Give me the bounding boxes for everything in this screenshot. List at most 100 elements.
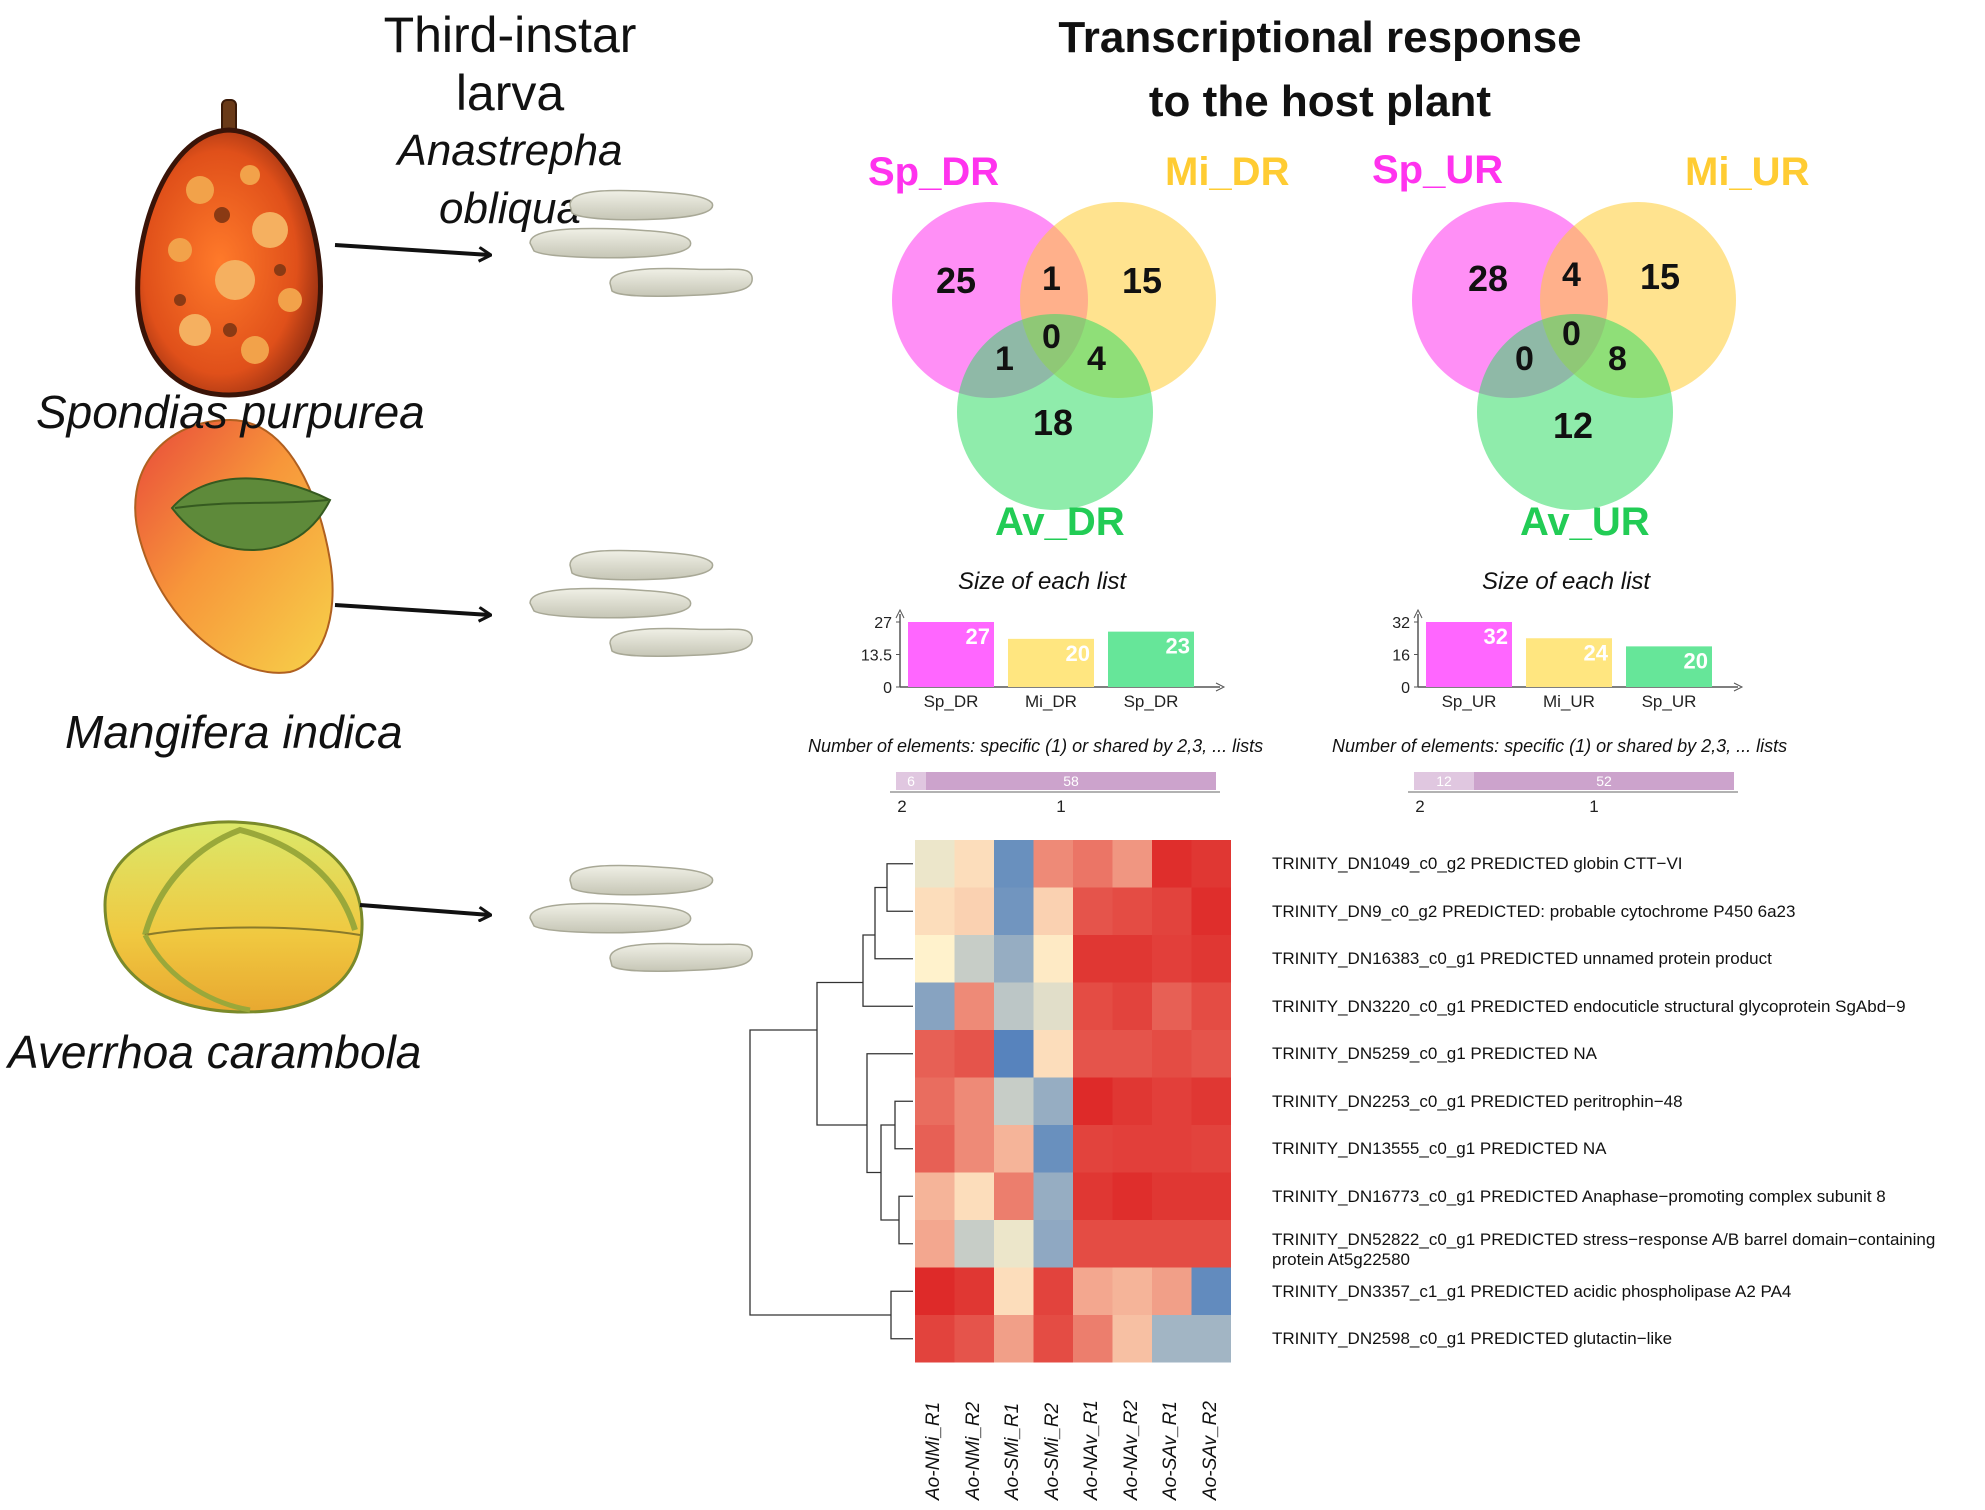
- heatmap-cell: [1191, 1220, 1231, 1268]
- heatmap-cell: [1033, 1315, 1073, 1363]
- dendrogram-branch: [880, 1124, 899, 1221]
- heatmap-cell: [994, 1030, 1034, 1078]
- heatmap-cell: [1033, 1267, 1073, 1315]
- y-axis-arrow: [1413, 608, 1423, 619]
- heatmap-cell: [994, 1172, 1034, 1220]
- heatmap-cell: [1191, 935, 1231, 983]
- venn-value: 0: [1515, 340, 1534, 378]
- shared-bar-label: 1: [1056, 797, 1065, 816]
- heatmap-cell: [1152, 1077, 1192, 1125]
- venn-dr: [892, 202, 1216, 510]
- heatmap-cell: [915, 935, 955, 983]
- heatmap-cell: [1033, 982, 1073, 1030]
- heatmap-cell: [994, 1077, 1034, 1125]
- column-label: Ao-SAv_R2: [1199, 1401, 1221, 1500]
- larva-title-line: Third-instar larva: [383, 7, 637, 121]
- gene-label: TRINITY_DN2253_c0_g1 PREDICTED peritroph…: [1272, 1091, 1683, 1111]
- venn-label-mi-ur: Mi_UR: [1685, 150, 1810, 194]
- heatmap-cell: [1152, 1220, 1192, 1268]
- heatmap-cell: [1112, 1077, 1152, 1125]
- heatmap-cell: [954, 1077, 994, 1125]
- response-title-line2: to the host plant: [1148, 77, 1492, 126]
- column-label: Ao-SAv_R1: [1160, 1401, 1181, 1500]
- venn-circle-av-dr: [957, 314, 1153, 510]
- heatmap-cell: [954, 1267, 994, 1315]
- heatmap-cell: [1073, 1077, 1113, 1125]
- shared-bar-value: 52: [1596, 773, 1612, 789]
- heatmap-cell: [1191, 982, 1231, 1030]
- response-title: Transcriptional response to the host pla…: [1020, 6, 1620, 134]
- shared-bar-value: 12: [1436, 773, 1452, 789]
- heatmap-cell: [915, 1030, 955, 1078]
- gene-label: TRINITY_DN5259_c0_g1 PREDICTED NA: [1272, 1044, 1598, 1063]
- heatmap-cell: [1073, 887, 1113, 935]
- heatmap-cell: [994, 1315, 1034, 1363]
- heatmap-cell: [954, 1030, 994, 1078]
- heatmap-cell: [1191, 1315, 1231, 1363]
- heatmap-cell: [994, 1125, 1034, 1173]
- venn-circle-av-ur: [1477, 314, 1673, 510]
- heatmap-cell: [1112, 1125, 1152, 1173]
- shared-title-ur: Number of elements: specific (1) or shar…: [1332, 736, 1788, 756]
- heatmap-cell: [954, 1220, 994, 1268]
- heatmap-cell: [994, 887, 1034, 935]
- venn-label-sp-ur: Sp_UR: [1372, 148, 1504, 192]
- venn-value: 18: [1033, 402, 1074, 443]
- heatmap-cell: [1073, 1030, 1113, 1078]
- shared-bar-segment: [896, 772, 926, 790]
- response-title-line1: Transcriptional response: [1058, 13, 1582, 62]
- dendrogram-branch: [898, 1195, 913, 1245]
- size-title-dr: Size of each list: [958, 568, 1127, 595]
- heatmap-cell: [1073, 1315, 1113, 1363]
- heatmap-cell: [994, 840, 1034, 888]
- heatmap-cell: [1033, 1125, 1073, 1173]
- larva-title: Third-instar larva Anastrepha obliqua: [330, 6, 690, 238]
- venn-value: 4: [1562, 256, 1581, 294]
- heatmap-cell: [954, 887, 994, 935]
- shared-bar-value: 6: [907, 773, 915, 789]
- venn-label-av-ur: Av_UR: [1520, 500, 1650, 544]
- size-bar-value: 23: [1166, 634, 1190, 659]
- venn-ur: [1412, 202, 1736, 510]
- heatmap-cell: [1191, 1172, 1231, 1220]
- column-label: Ao-NMi_R2: [962, 1401, 984, 1500]
- size-bar: [1526, 638, 1612, 687]
- size-bar-label: Sp_UR: [1642, 692, 1697, 711]
- column-label: Ao-SMi_R1: [1002, 1402, 1023, 1500]
- heatmap-cell: [1152, 982, 1192, 1030]
- heatmap-cell: [1033, 935, 1073, 983]
- heatmap-cell: [1191, 840, 1231, 888]
- dendrogram-branch: [749, 1029, 891, 1316]
- heatmap-cell: [994, 1220, 1034, 1268]
- y-tick-label: 16: [1392, 648, 1410, 665]
- host-name-spondias: Spondias purpurea: [36, 386, 425, 438]
- heatmap-cell: [954, 1315, 994, 1363]
- heatmap-cell: [915, 1267, 955, 1315]
- mango-fruit-icon: [134, 418, 334, 674]
- heatmap-cell: [1191, 1077, 1231, 1125]
- heatmap-cell: [1073, 840, 1113, 888]
- y-tick-label: 0: [1401, 680, 1410, 697]
- heatmap-cell: [1033, 887, 1073, 935]
- heatmap-cell: [954, 1172, 994, 1220]
- gene-label: TRINITY_DN9_c0_g2 PREDICTED: probable cy…: [1272, 901, 1796, 921]
- heatmap-cell: [1112, 840, 1152, 888]
- size-bar-label: Sp_DR: [1124, 692, 1179, 711]
- heatmap-cell: [1112, 935, 1152, 983]
- dendrogram-branch: [894, 1100, 913, 1150]
- arrow-icon: [359, 903, 490, 915]
- heatmap-cell: [915, 1077, 955, 1125]
- arrow-icon: [334, 603, 490, 615]
- heatmap-cell: [1073, 935, 1113, 983]
- starfruit-icon: [103, 820, 364, 1014]
- larvae-icon: [529, 864, 753, 972]
- heatmap-cell: [1191, 1125, 1231, 1173]
- heatmap-cell: [1033, 1220, 1073, 1268]
- size-bar: [1626, 646, 1712, 687]
- heatmap-cell: [915, 1172, 955, 1220]
- column-label: Ao-NAv_R2: [1120, 1400, 1142, 1500]
- venn-value: 25: [936, 260, 977, 301]
- heatmap-cell: [994, 982, 1034, 1030]
